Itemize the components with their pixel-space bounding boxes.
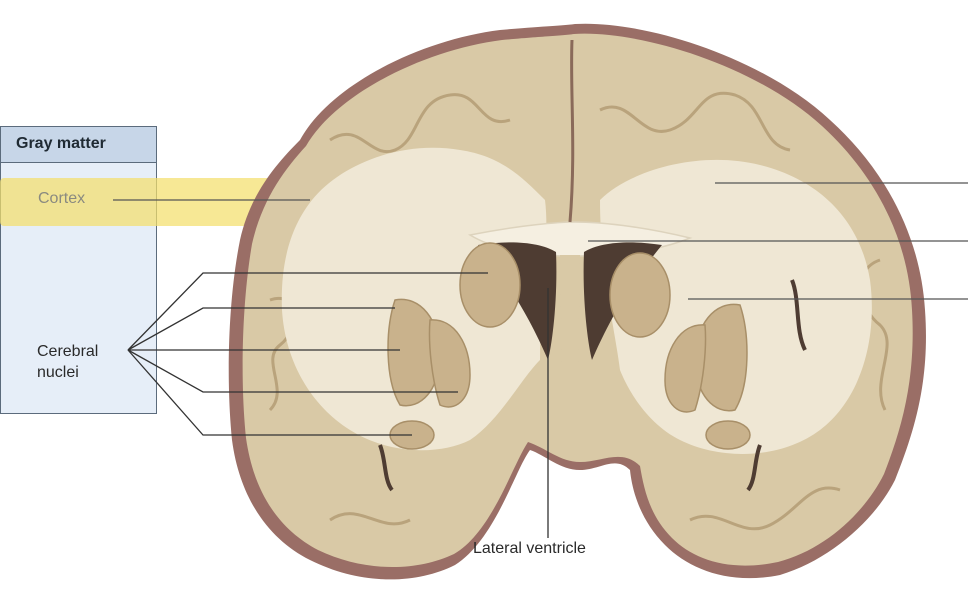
key-panel-header: Gray matter	[1, 127, 156, 163]
lateral-ventricle-right	[583, 242, 662, 360]
septum	[560, 255, 580, 365]
right-leaders	[588, 182, 968, 300]
longitudinal-fissure	[568, 39, 575, 223]
cerebral-nuclei-left	[387, 242, 521, 450]
cerebral-nuclei-line2: nuclei	[37, 364, 79, 381]
cerebral-nuclei-right	[609, 252, 751, 450]
insular-sulci	[378, 279, 807, 492]
lateral-ventricle-left	[478, 242, 557, 360]
white-matter-left	[281, 147, 547, 451]
cerebral-nuclei-leaders	[127, 272, 488, 436]
cortex-label: Cortex	[38, 190, 86, 207]
cerebral-nuclei-label: Cerebral nuclei	[37, 341, 98, 383]
cerebral-nuclei-line1: Cerebral	[37, 343, 99, 360]
gray-matter-key-panel: Gray matter	[0, 126, 157, 414]
lateral-ventricle-label: Lateral ventricle	[473, 540, 586, 557]
